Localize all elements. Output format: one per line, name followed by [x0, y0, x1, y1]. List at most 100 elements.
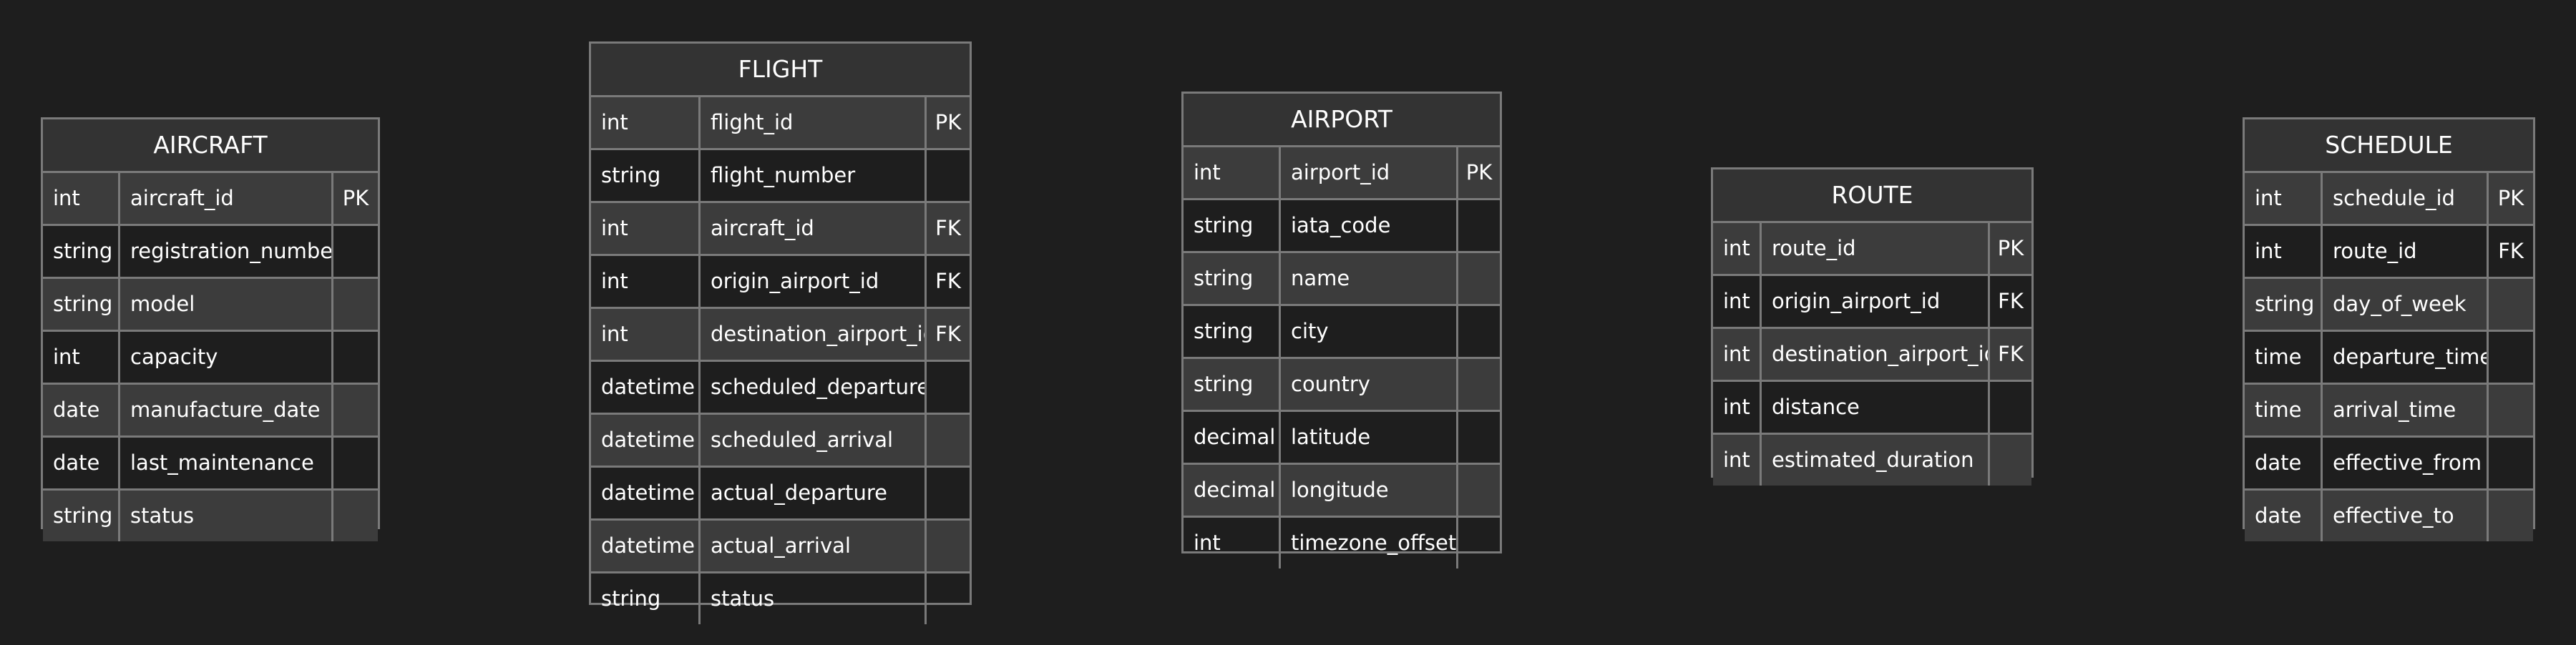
table-row: date effective_from	[2245, 435, 2533, 488]
attribute-name: destination_airport_id	[1760, 329, 1988, 380]
attribute-type: string	[53, 292, 113, 316]
attribute-name: aircraft_id	[118, 173, 331, 224]
attribute-type: int	[2255, 239, 2282, 263]
attribute-type: string	[601, 163, 661, 187]
attribute-type: int	[53, 345, 80, 369]
attribute-name: last_maintenance	[118, 438, 331, 488]
attribute-type: int	[1723, 395, 1750, 419]
attribute-type: date	[2255, 503, 2302, 528]
attribute-type: string	[1194, 372, 1254, 396]
table-row: int route_id FK	[2245, 224, 2533, 277]
attribute-type: date	[2255, 450, 2302, 475]
table-row: string name	[1184, 251, 1500, 304]
attribute-type: string	[53, 503, 113, 528]
attribute-name: registration_number	[118, 226, 331, 277]
table-row: string status	[43, 488, 378, 541]
table-row: int aircraft_id FK	[591, 201, 970, 254]
attribute-name: origin_airport_id	[698, 256, 924, 307]
attribute-type: date	[53, 450, 100, 475]
attribute-name: estimated_duration	[1760, 435, 1988, 486]
attribute-key: PK	[1988, 223, 2031, 274]
attribute-type: date	[53, 398, 100, 422]
attribute-name: effective_from	[2321, 438, 2487, 488]
attribute-name: route_id	[1760, 223, 1988, 274]
attribute-name: flight_id	[698, 97, 924, 148]
attribute-type: decimal	[1194, 425, 1276, 449]
attribute-key	[1456, 359, 1500, 410]
table-row: string model	[43, 277, 378, 330]
attribute-type: int	[1194, 531, 1221, 555]
entity-route[interactable]: ROUTE int route_id PK int origin_airport…	[1711, 167, 2034, 486]
table-row: int destination_airport_id FK	[591, 307, 970, 360]
attribute-key	[1456, 306, 1500, 357]
table-row: int origin_airport_id FK	[1713, 274, 2031, 327]
attribute-key	[924, 362, 970, 413]
attribute-name: actual_departure	[698, 468, 924, 518]
attribute-name: city	[1279, 306, 1456, 357]
attribute-key	[924, 521, 970, 571]
attribute-key: FK	[1988, 329, 2031, 380]
attribute-type: int	[1723, 342, 1750, 366]
attribute-name: name	[1279, 253, 1456, 304]
attribute-key	[2487, 279, 2533, 330]
attribute-key: FK	[924, 256, 970, 307]
attribute-type: int	[1194, 160, 1221, 184]
table-row: int destination_airport_id FK	[1713, 327, 2031, 380]
table-row: int flight_id PK	[591, 97, 970, 148]
attribute-name: status	[698, 573, 924, 624]
attribute-name: schedule_id	[2321, 173, 2487, 224]
table-row: string city	[1184, 304, 1500, 357]
table-row: string registration_number	[43, 224, 378, 277]
entity-title: SCHEDULE	[2245, 119, 2533, 173]
entity-flight[interactable]: FLIGHT int flight_id PK string flight_nu…	[589, 41, 972, 624]
attribute-key	[331, 385, 378, 435]
attribute-type: int	[1723, 236, 1750, 260]
entity-schedule[interactable]: SCHEDULE int schedule_id PK int route_id…	[2243, 117, 2535, 541]
attribute-key	[331, 226, 378, 277]
attribute-key	[331, 279, 378, 330]
attribute-name: timezone_offset	[1279, 518, 1456, 568]
attribute-name: flight_number	[698, 150, 924, 201]
attribute-type: datetime	[601, 428, 695, 452]
attribute-key	[924, 468, 970, 518]
attribute-type: string	[1194, 266, 1254, 290]
attribute-type: decimal	[1194, 478, 1276, 502]
attribute-name: longitude	[1279, 465, 1456, 516]
attribute-key	[1988, 435, 2031, 486]
attribute-name: day_of_week	[2321, 279, 2487, 330]
table-row: date last_maintenance	[43, 435, 378, 488]
table-row: time departure_time	[2245, 330, 2533, 383]
entity-title: AIRPORT	[1184, 94, 1500, 147]
attribute-name: latitude	[1279, 412, 1456, 463]
attribute-type: int	[2255, 186, 2282, 210]
attribute-type: int	[601, 110, 628, 134]
attribute-key	[331, 438, 378, 488]
attribute-key	[924, 573, 970, 624]
attribute-type: string	[1194, 213, 1254, 237]
attribute-name: origin_airport_id	[1760, 276, 1988, 327]
attribute-key	[1456, 465, 1500, 516]
attribute-key	[1456, 518, 1500, 568]
table-row: int aircraft_id PK	[43, 173, 378, 224]
attribute-key	[1988, 382, 2031, 433]
attribute-type: string	[601, 586, 661, 611]
attribute-name: departure_time	[2321, 332, 2487, 383]
attribute-name: actual_arrival	[698, 521, 924, 571]
attribute-name: capacity	[118, 332, 331, 383]
attribute-name: status	[118, 491, 331, 541]
entity-aircraft[interactable]: AIRCRAFT int aircraft_id PK string regis…	[41, 117, 380, 541]
table-row: datetime actual_departure	[591, 466, 970, 518]
attribute-key	[1456, 200, 1500, 251]
entity-title: AIRCRAFT	[43, 119, 378, 173]
entity-title: FLIGHT	[591, 44, 970, 97]
attribute-type: int	[601, 269, 628, 293]
table-row: int schedule_id PK	[2245, 173, 2533, 224]
entity-airport[interactable]: AIRPORT int airport_id PK string iata_co…	[1181, 92, 1502, 568]
table-row: time arrival_time	[2245, 383, 2533, 435]
table-row: string day_of_week	[2245, 277, 2533, 330]
attribute-key	[2487, 438, 2533, 488]
table-row: int timezone_offset	[1184, 516, 1500, 568]
table-row: date manufacture_date	[43, 383, 378, 435]
attribute-type: int	[53, 186, 80, 210]
attribute-name: airport_id	[1279, 147, 1456, 198]
